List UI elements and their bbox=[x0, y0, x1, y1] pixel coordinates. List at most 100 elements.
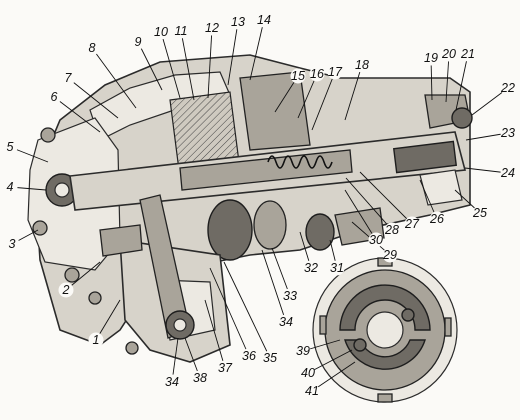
callout-backdrop-18 bbox=[354, 57, 370, 73]
callout-label-2: 2 bbox=[62, 283, 70, 297]
callout-backdrop-15 bbox=[290, 68, 306, 84]
callout-backdrop-17 bbox=[327, 64, 343, 80]
callout-leader-14 bbox=[249, 19, 265, 81]
callout-backdrop-41 bbox=[304, 383, 320, 399]
callout-backdrop-11 bbox=[173, 23, 189, 39]
inset-slot-bottom bbox=[377, 393, 393, 403]
lower-bracket bbox=[88, 194, 231, 363]
callout-backdrop-21 bbox=[460, 46, 476, 62]
callout-label-33: 33 bbox=[283, 289, 297, 303]
callout-backdrop-22 bbox=[500, 80, 516, 96]
callout-leader-33 bbox=[271, 247, 291, 297]
callout-label-28: 28 bbox=[384, 223, 399, 237]
callout-backdrop-23 bbox=[500, 125, 516, 141]
callout-backdrop-27 bbox=[404, 216, 420, 232]
callout-label-5: 5 bbox=[7, 140, 14, 154]
callout-label-32: 32 bbox=[304, 261, 318, 275]
callout-backdrop-29 bbox=[382, 247, 398, 263]
callout-label-25: 25 bbox=[472, 206, 487, 220]
callout-backdrop-31 bbox=[329, 260, 345, 276]
callout-label-23: 23 bbox=[500, 126, 515, 140]
callout-label-38: 38 bbox=[193, 371, 207, 385]
end-nut-right bbox=[451, 107, 473, 129]
callout-backdrop-40 bbox=[300, 365, 316, 381]
callout-backdrop-19 bbox=[423, 50, 439, 66]
callout-label-3: 3 bbox=[9, 237, 16, 251]
callout-label-22: 22 bbox=[500, 81, 515, 95]
callout-leader-17 bbox=[311, 71, 336, 131]
callout-backdrop-39 bbox=[295, 343, 311, 359]
inset-slot-right bbox=[444, 317, 452, 337]
callout-backdrop-5 bbox=[2, 139, 18, 155]
callout-leader-1 bbox=[95, 299, 121, 341]
callout-label-26: 26 bbox=[429, 212, 444, 226]
threaded-shaft-end bbox=[392, 140, 458, 174]
callout-label-24: 24 bbox=[500, 166, 515, 180]
main-shaft bbox=[69, 131, 467, 211]
callout-label-7: 7 bbox=[65, 71, 73, 85]
callout-leader-30 bbox=[344, 189, 377, 241]
callout-backdrop-32 bbox=[303, 260, 319, 276]
callout-backdrop-34 bbox=[278, 314, 294, 330]
callout-leader-27 bbox=[359, 171, 413, 225]
callout-backdrop-33 bbox=[282, 288, 298, 304]
gear-large bbox=[207, 199, 253, 261]
callout-label-12: 12 bbox=[205, 21, 219, 35]
spring-coil bbox=[267, 155, 333, 169]
callout-label-37: 37 bbox=[218, 361, 233, 375]
callout-backdrop-37 bbox=[217, 360, 233, 376]
callout-leader-6 bbox=[53, 96, 101, 133]
callout-label-1: 1 bbox=[93, 333, 100, 347]
callout-leader-18 bbox=[344, 64, 363, 121]
gear-medium bbox=[253, 200, 287, 250]
inset-center-hub bbox=[366, 311, 404, 349]
callout-backdrop-35 bbox=[262, 350, 278, 366]
callout-label-13: 13 bbox=[231, 15, 245, 29]
callout-leader-28 bbox=[345, 177, 393, 231]
callout-label-15: 15 bbox=[291, 69, 305, 83]
callout-leader-41 bbox=[311, 361, 356, 392]
flange-bolt-mid bbox=[32, 220, 48, 236]
callout-backdrop-24 bbox=[500, 165, 516, 181]
callout-backdrop-20 bbox=[441, 46, 457, 62]
callout-label-30: 30 bbox=[369, 233, 383, 247]
callout-label-34: 34 bbox=[165, 375, 179, 389]
callout-label-18: 18 bbox=[355, 58, 369, 72]
gear-train bbox=[207, 199, 385, 261]
callout-backdrop-4 bbox=[2, 179, 18, 195]
callout-backdrop-9 bbox=[130, 34, 146, 50]
callout-leader-16 bbox=[297, 73, 318, 119]
callout-backdrop-3 bbox=[4, 236, 20, 252]
callout-backdrop-26 bbox=[429, 211, 445, 227]
inset-arc-upper bbox=[339, 284, 431, 331]
callout-label-29: 29 bbox=[382, 248, 397, 262]
callout-leader-7 bbox=[67, 77, 119, 119]
callout-backdrop-1 bbox=[88, 332, 104, 348]
callout-backdrop-36 bbox=[241, 348, 257, 364]
callout-backdrop-28 bbox=[384, 222, 400, 238]
callout-label-36: 36 bbox=[242, 349, 256, 363]
callout-label-34: 34 bbox=[279, 315, 293, 329]
callout-label-10: 10 bbox=[154, 25, 168, 39]
callout-leader-37 bbox=[204, 299, 226, 369]
callout-backdrop-7 bbox=[60, 70, 76, 86]
callout-backdrop-8 bbox=[84, 40, 100, 56]
callout-label-27: 27 bbox=[404, 217, 420, 231]
callout-leader-11 bbox=[180, 30, 195, 101]
callout-label-20: 20 bbox=[441, 47, 456, 61]
callout-backdrop-14 bbox=[256, 12, 272, 28]
callout-leader-35 bbox=[223, 261, 271, 359]
callout-label-21: 21 bbox=[460, 47, 475, 61]
callout-label-14: 14 bbox=[257, 13, 271, 27]
callout-leader-34 bbox=[261, 249, 287, 323]
gear-small bbox=[305, 213, 335, 251]
callout-leader-13 bbox=[227, 21, 239, 86]
flange-bolt-low bbox=[64, 267, 80, 283]
callout-label-8: 8 bbox=[89, 41, 96, 55]
callout-backdrop-34 bbox=[164, 374, 180, 390]
callout-label-40: 40 bbox=[301, 366, 315, 380]
inset-arc-lower bbox=[344, 339, 426, 370]
